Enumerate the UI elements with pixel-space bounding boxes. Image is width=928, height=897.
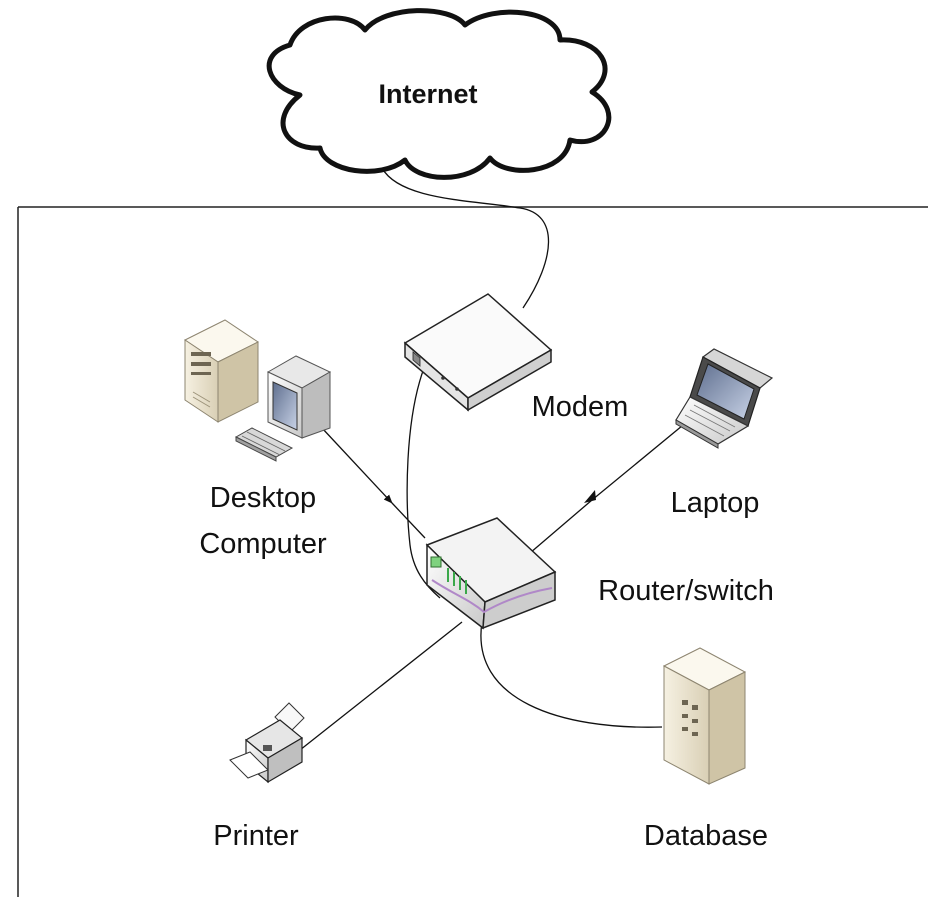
database-server-icon: [662, 647, 747, 785]
connection-desktop-router: [321, 427, 393, 504]
desktop-label-line1: Desktop: [210, 482, 316, 514]
connections: [299, 167, 689, 751]
network-boundary: [17, 206, 928, 897]
printer-label: Printer: [213, 820, 299, 852]
printer-icon: [229, 702, 305, 784]
internet-label: Internet: [378, 79, 477, 109]
arrowhead-laptop: [584, 490, 596, 503]
desktop-label-line2: Computer: [199, 528, 327, 560]
laptop-icon: [675, 348, 774, 449]
database-label: Database: [644, 820, 768, 852]
laptop-label: Laptop: [671, 487, 760, 519]
connection-laptop-arrowline: [591, 420, 689, 501]
connection-router-laptop: [529, 499, 593, 554]
router-switch-icon: [425, 517, 557, 630]
connection-router-printer: [299, 621, 463, 751]
connection-router-database: [480, 621, 663, 728]
connection-desktop-router-cont: [391, 502, 426, 539]
modem-label: Modem: [532, 391, 629, 423]
connection-internet-modem: [381, 167, 550, 309]
router-label: Router/switch: [598, 575, 774, 607]
modem-icon: [403, 293, 553, 412]
cloud-icon: [266, 8, 612, 180]
connection-modem-router: [406, 367, 441, 599]
desktop-computer-icon: [184, 319, 332, 462]
